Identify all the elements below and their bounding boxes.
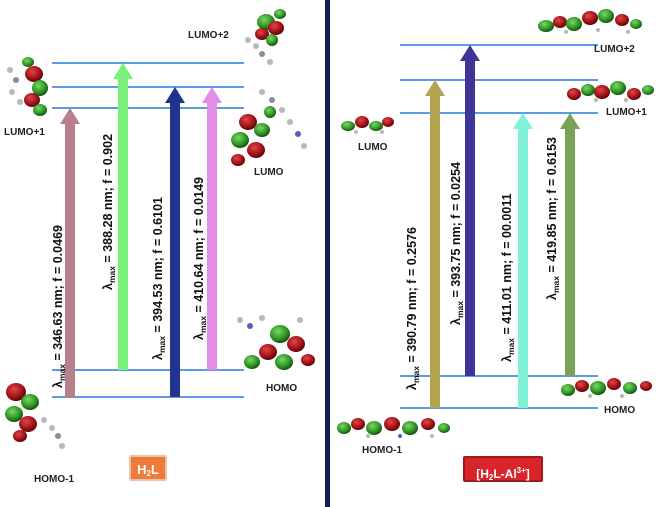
arrow-head <box>165 87 185 103</box>
orbital-image-homo-minus-1-right <box>337 417 450 438</box>
orbital-image-lumo-plus-1-left <box>7 57 48 116</box>
orbital-label-lumo-plus-1-right: LUMO+1 <box>606 107 647 118</box>
orbital-label-lumo-plus-2-left: LUMO+2 <box>188 30 229 41</box>
orbital-label-homo-minus-1-left: HOMO-1 <box>34 474 74 485</box>
transition-arrow-3-right <box>513 113 533 408</box>
arrow-shaft <box>518 129 528 408</box>
arrow-head <box>425 80 445 96</box>
orbital-label-homo-minus-1-right: HOMO-1 <box>362 445 402 456</box>
arrow-shaft <box>118 79 128 370</box>
arrow-head <box>513 113 533 129</box>
transition-arrow-1-left <box>60 108 80 398</box>
transition-arrow-4-right <box>560 113 580 376</box>
transition-label-2-left: λmax = 388.28 nm; f = 0.902 <box>101 134 117 290</box>
orbital-image-lumo-plus-2-left <box>245 9 286 65</box>
transition-label-3-right: λmax = 411.01 nm; f = 00.0011 <box>500 193 516 362</box>
arrow-head <box>60 108 80 124</box>
transition-arrow-2-right <box>460 45 480 376</box>
arrow-shaft <box>207 103 217 370</box>
orbital-label-homo-left: HOMO <box>266 383 297 394</box>
orbital-label-lumo-left: LUMO <box>254 167 284 178</box>
transition-label-4-left: λmax = 410.64 nm; f = 0.0149 <box>192 177 208 340</box>
orbital-image-lumo-plus-2-right <box>538 9 642 34</box>
transition-label-1-right: λmax = 390.79 nm; f = 0.2576 <box>405 227 421 390</box>
orbital-image-homo-minus-1-left <box>5 383 65 449</box>
arrow-shaft <box>65 124 75 398</box>
orbital-image-homo-right <box>561 378 652 398</box>
arrow-head <box>460 45 480 61</box>
transition-label-4-right: λmax = 419.85 nm; f = 0.6153 <box>545 137 561 300</box>
orbital-label-homo-right: HOMO <box>604 405 635 416</box>
arrow-head <box>113 63 133 79</box>
orbital-image-lumo-plus-1-right <box>567 81 654 102</box>
arrow-head <box>560 113 580 129</box>
panel-divider <box>325 0 330 507</box>
transition-arrow-4-left <box>202 87 222 370</box>
arrow-head <box>202 87 222 103</box>
transition-label-1-left: λmax = 346.63 nm; f = 0.0469 <box>51 225 67 388</box>
compound-badge-h2l: H2L <box>129 455 167 481</box>
orbital-label-lumo-plus-2-right: LUMO+2 <box>594 44 635 55</box>
orbital-image-lumo-left <box>231 89 307 166</box>
transition-arrow-3-left <box>165 87 185 397</box>
orbital-image-homo-left <box>237 315 315 370</box>
arrow-shaft <box>170 103 180 397</box>
transition-label-2-right: λmax = 393.75 nm; f = 0.0254 <box>449 162 465 325</box>
compound-badge-h2l-al: [H2L-Al3+] <box>463 456 543 482</box>
arrow-shaft <box>465 61 475 376</box>
transition-label-3-left: λmax = 394.53 nm; f = 0.6101 <box>151 197 167 360</box>
arrow-shaft <box>430 96 440 408</box>
orbital-label-lumo-plus-1-left: LUMO+1 <box>4 127 45 138</box>
arrow-shaft <box>565 129 575 376</box>
orbital-label-lumo-right: LUMO <box>358 142 388 153</box>
transition-arrow-2-left <box>113 63 133 370</box>
orbital-image-lumo-right <box>341 116 394 134</box>
transition-arrow-1-right <box>425 80 445 408</box>
